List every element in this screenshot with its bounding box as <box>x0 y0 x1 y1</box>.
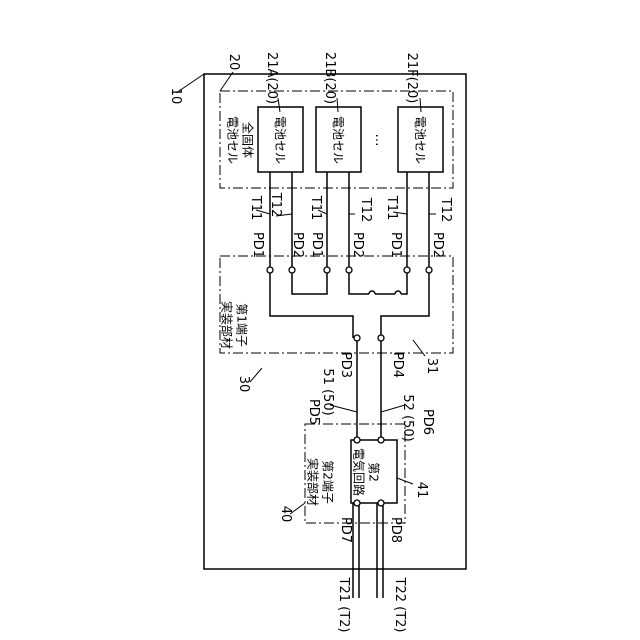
label-t11-a: T11 <box>248 195 263 220</box>
label-pd4: PD4 <box>390 352 405 378</box>
label-t22: T22 (T2) <box>392 577 407 633</box>
label-pd2-b: PD2 <box>350 232 365 258</box>
label-second-circuit-name: 第2電気回路 <box>352 448 381 496</box>
pad-pd7 <box>354 500 360 506</box>
cell-a-name: 電池セル <box>273 116 287 164</box>
cells-ellipsis: … <box>372 134 387 147</box>
label-cell-a-ref: 21A(20) <box>264 52 279 104</box>
pad-pd2-f <box>426 267 432 273</box>
label-cell-group-ref: 20 <box>226 54 241 71</box>
label-pd1-a: PD1 <box>250 232 265 258</box>
pd-pads <box>267 267 432 506</box>
pad-pd1-b <box>324 267 330 273</box>
pad-pd1-f <box>404 267 410 273</box>
label-cell-group-name: 全固体電池セル <box>226 116 256 164</box>
label-first-mount-ref: 30 <box>236 376 251 393</box>
label-pd7: PD7 <box>338 517 353 543</box>
label-pd2-f: PD2 <box>430 232 445 258</box>
pad-pd8 <box>378 500 384 506</box>
label-t12-a: T12 <box>268 192 283 217</box>
label-pd6: PD6 <box>420 409 435 435</box>
label-t11-f: T11 <box>384 195 399 220</box>
label-t12-f: T12 <box>438 197 453 222</box>
label-pd2-a: PD2 <box>290 232 305 258</box>
label-wire-52: 52 (50) <box>400 394 415 441</box>
pad-pd5 <box>354 437 360 443</box>
label-first-circuit-ref: 31 <box>424 358 439 375</box>
pad-pd1-a <box>267 267 273 273</box>
pad-pd4 <box>378 335 384 341</box>
label-second-circuit-ref: 41 <box>414 482 429 499</box>
label-second-mount-ref: 40 <box>278 506 293 523</box>
pad-pd2-a <box>289 267 295 273</box>
pad-pd2-b <box>346 267 352 273</box>
labels: 10 20 全固体電池セル 21A(20) 21B(20) 21F(20) 電池… <box>168 52 453 633</box>
label-pd8: PD8 <box>388 517 403 543</box>
label-t12-b: T12 <box>358 197 373 222</box>
label-pd3: PD3 <box>338 352 353 378</box>
label-t11-b: T11 <box>308 195 323 220</box>
label-t21: T21 (T2) <box>336 577 351 633</box>
cell-b-name: 電池セル <box>331 116 345 164</box>
label-cell-f-ref: 21F(20) <box>404 53 419 104</box>
label-second-mount-name: 第2端子実装部材 <box>306 458 335 506</box>
label-pd1-f: PD1 <box>388 232 403 258</box>
label-device: 10 <box>168 88 183 105</box>
pad-pd6 <box>378 437 384 443</box>
label-wire-51: 51 (50) <box>320 368 335 415</box>
label-pd1-b: PD1 <box>309 232 324 258</box>
label-first-mount-name: 第1端子実装部材 <box>220 301 249 349</box>
label-pd5: PD5 <box>306 399 321 425</box>
label-cell-b-ref: 21B(20) <box>322 52 337 104</box>
pad-pd3 <box>354 335 360 341</box>
first-mount-box <box>220 256 453 353</box>
first-circuit <box>270 270 429 338</box>
cell-f-name: 電池セル <box>413 116 427 164</box>
